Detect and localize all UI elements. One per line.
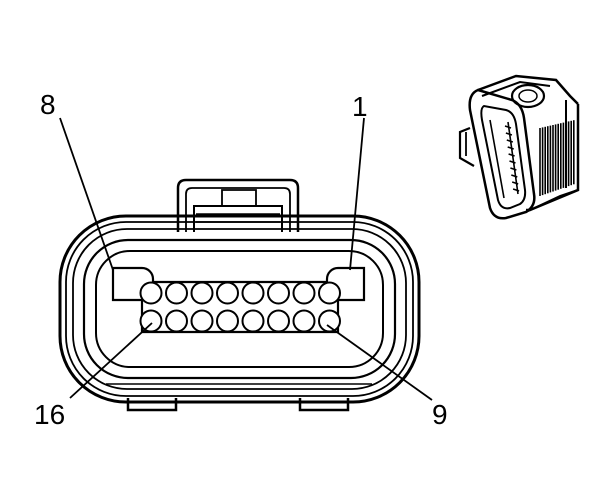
iso-rib-line	[505, 132, 513, 136]
pin-cavity-bottom-7	[292, 309, 316, 333]
iso-rib-line	[508, 153, 515, 157]
connector-isometric-view	[458, 74, 580, 220]
pin-cavity-top-3	[190, 281, 214, 305]
leader-line-1	[349, 117, 365, 271]
pin-cavity-bottom-8	[318, 309, 341, 333]
connector-face	[58, 178, 421, 412]
iso-rib-line	[511, 181, 519, 185]
pin-cavity-top-5	[241, 281, 265, 305]
pin-cavity-top-8	[318, 281, 341, 305]
pin-cavity-bottom-5	[241, 309, 265, 333]
iso-rib-line	[507, 146, 514, 150]
pin-cavity-bottom-2	[165, 309, 188, 333]
pin-cavity-bottom-4	[216, 309, 239, 333]
housing-outline	[58, 214, 421, 404]
iso-rib-line	[504, 125, 512, 129]
housing-feet	[106, 383, 372, 412]
pin-cavity-bottom-6	[267, 309, 290, 333]
pin-cavity-top-7	[292, 281, 316, 305]
iso-rib-line	[511, 174, 518, 178]
pin-cavity-bottom-3	[190, 309, 214, 333]
iso-rib-line	[512, 188, 520, 192]
pin-label-16: 16	[34, 399, 65, 430]
isometric-side-ridges	[539, 120, 575, 196]
leader-lines	[59, 117, 433, 401]
pin-cavity-top-1	[139, 281, 163, 305]
pin-cavities	[139, 281, 341, 333]
pin-cavity-top-6	[267, 281, 290, 305]
pin-cavity-top-2	[165, 281, 188, 305]
iso-rib-line	[510, 167, 517, 171]
latch-tab	[176, 178, 300, 232]
iso-rib-line	[509, 160, 516, 164]
isometric-inner-ribs	[504, 125, 520, 192]
iso-rib-line	[506, 139, 514, 143]
pin-cavity-bottom-1	[139, 309, 163, 333]
pin-cavity-top-4	[216, 281, 239, 305]
leader-line-16	[69, 322, 153, 399]
pin-label-1: 1	[352, 91, 368, 122]
leader-line-9	[326, 324, 433, 401]
pin-label-8: 8	[40, 89, 56, 120]
pin-label-9: 9	[432, 399, 448, 430]
leader-line-8	[59, 117, 114, 271]
